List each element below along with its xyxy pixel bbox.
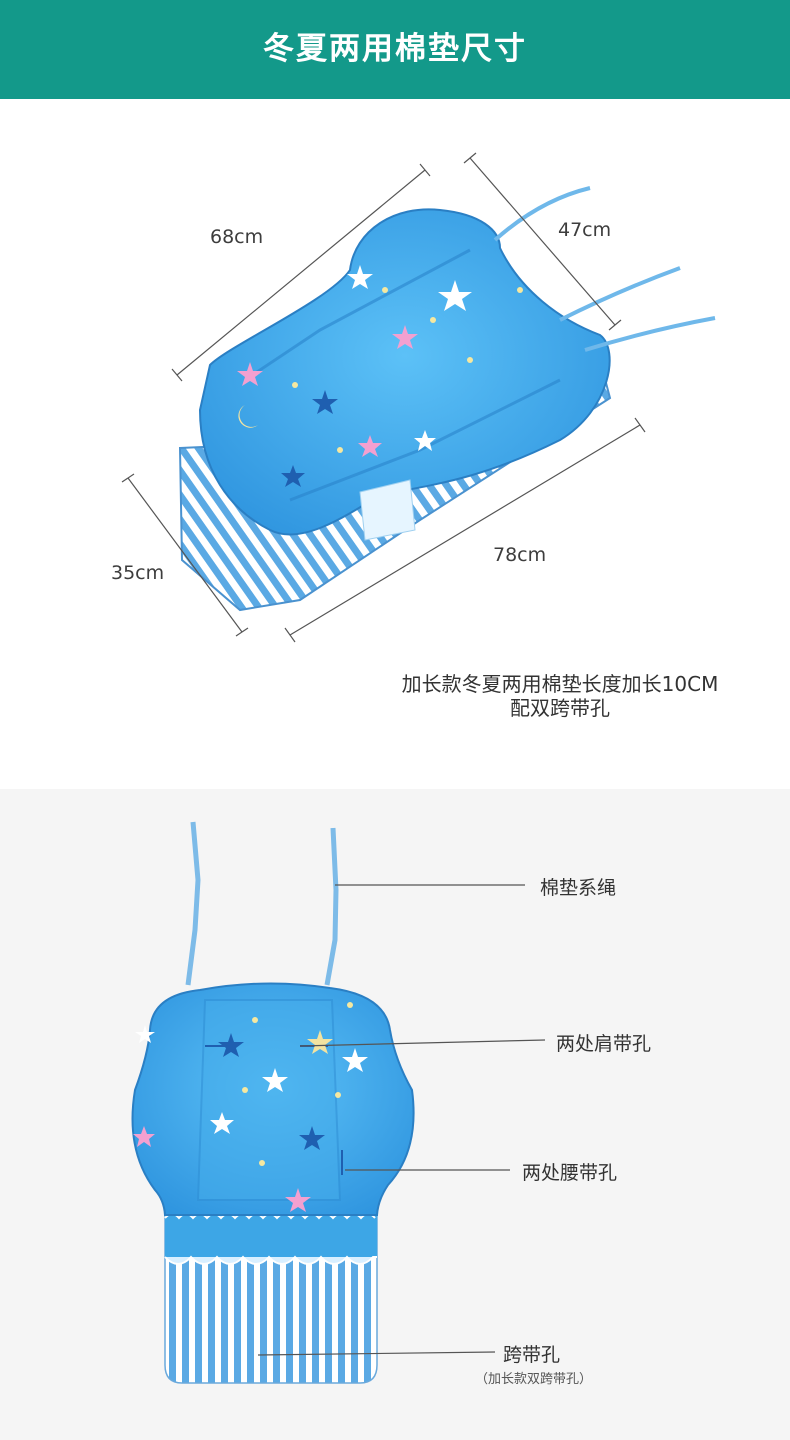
- callout-waist-holes: 两处腰带孔: [522, 1162, 618, 1184]
- dimension-top-length: 68cm: [210, 226, 264, 248]
- star-icon: [135, 1025, 368, 1134]
- star-icon: [133, 1126, 311, 1212]
- dimension-top-width: 47cm: [558, 219, 612, 241]
- header-banner: [0, 0, 790, 99]
- star-icon: [237, 325, 418, 457]
- page-title: 冬夏两用棉垫尺寸: [263, 31, 527, 67]
- pad-angled-image: [178, 186, 716, 612]
- dimension-side-width: 35cm: [111, 562, 165, 584]
- callout-crotch-hole: 跨带孔: [503, 1344, 561, 1366]
- callout-ties: 棉垫系绳: [540, 877, 617, 899]
- dimension-lines: [121, 152, 646, 643]
- callout-shoulder-holes: 两处肩带孔: [556, 1033, 652, 1055]
- star-icon: [307, 1030, 333, 1054]
- star-icon: [347, 265, 472, 451]
- callout-crotch-hole-note: （加长款双跨带孔）: [475, 1372, 593, 1387]
- pad-front-image: [131, 821, 415, 1384]
- dimension-bottom-length: 78cm: [493, 544, 547, 566]
- callout-lines: [257, 884, 546, 1356]
- caption-line-1: 加长款冬夏两用棉垫长度加长10CM: [401, 672, 719, 696]
- star-icon: [218, 1033, 325, 1150]
- star-icon: [281, 390, 338, 487]
- caption-line-2: 配双跨带孔: [510, 696, 610, 720]
- size-caption: 加长款冬夏两用棉垫长度加长10CM 配双跨带孔: [340, 672, 780, 720]
